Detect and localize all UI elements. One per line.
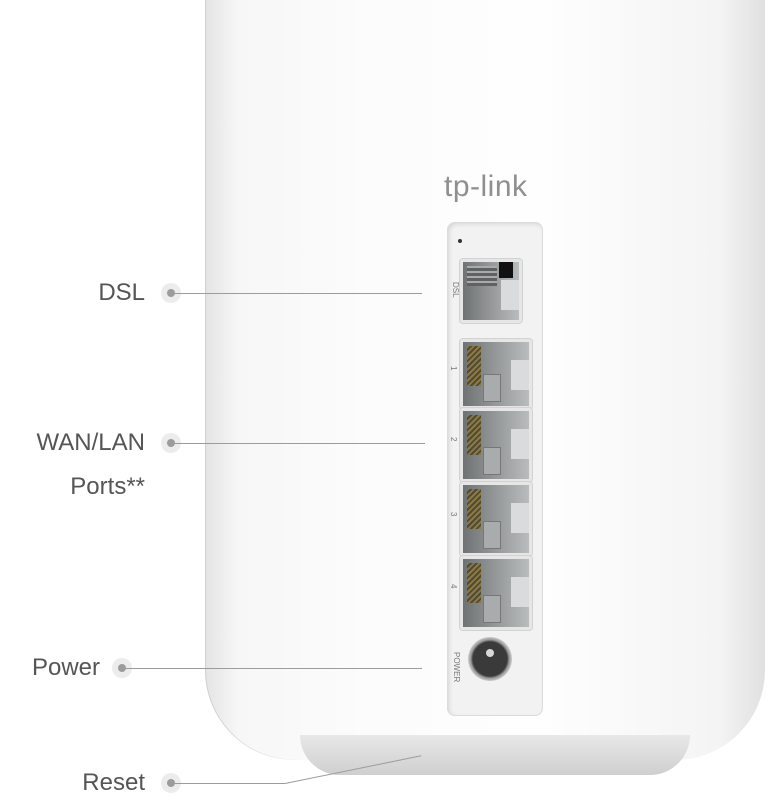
port-number-4: 4 <box>449 584 458 589</box>
callout-wan-lan-label: WAN/LAN <box>36 429 145 456</box>
lan-port-2[interactable] <box>460 408 532 482</box>
lan-port-1[interactable] <box>460 339 532 409</box>
callout-power-label: Power <box>31 654 100 681</box>
power-jack[interactable] <box>468 637 512 681</box>
callout-line-wan-lan <box>175 443 425 444</box>
port-number-1: 1 <box>449 366 458 371</box>
status-led <box>458 239 462 243</box>
power-panel-label: POWER <box>452 652 461 683</box>
callout-reset-label: Reset <box>82 769 145 796</box>
dsl-port[interactable] <box>460 259 522 323</box>
lan-port-4[interactable] <box>460 556 532 630</box>
callout-dot-icon <box>161 433 181 453</box>
brand-logo: tp-link <box>444 170 528 203</box>
router-base-vent <box>300 735 690 775</box>
callout-dot-icon <box>112 658 132 678</box>
callout-dot-icon <box>161 773 181 793</box>
callout-line-dsl <box>175 293 422 294</box>
lan-port-3[interactable] <box>460 482 532 556</box>
port-number-3: 3 <box>449 512 458 517</box>
dsl-panel-label: DSL <box>451 282 460 298</box>
callout-line-power <box>126 668 422 669</box>
callout-wan-lan-label-line2: Ports** <box>70 473 145 500</box>
callout-dot-icon <box>161 283 181 303</box>
callout-line-reset <box>175 783 285 784</box>
callout-dsl-label: DSL <box>98 279 145 306</box>
port-number-2: 2 <box>449 437 458 442</box>
